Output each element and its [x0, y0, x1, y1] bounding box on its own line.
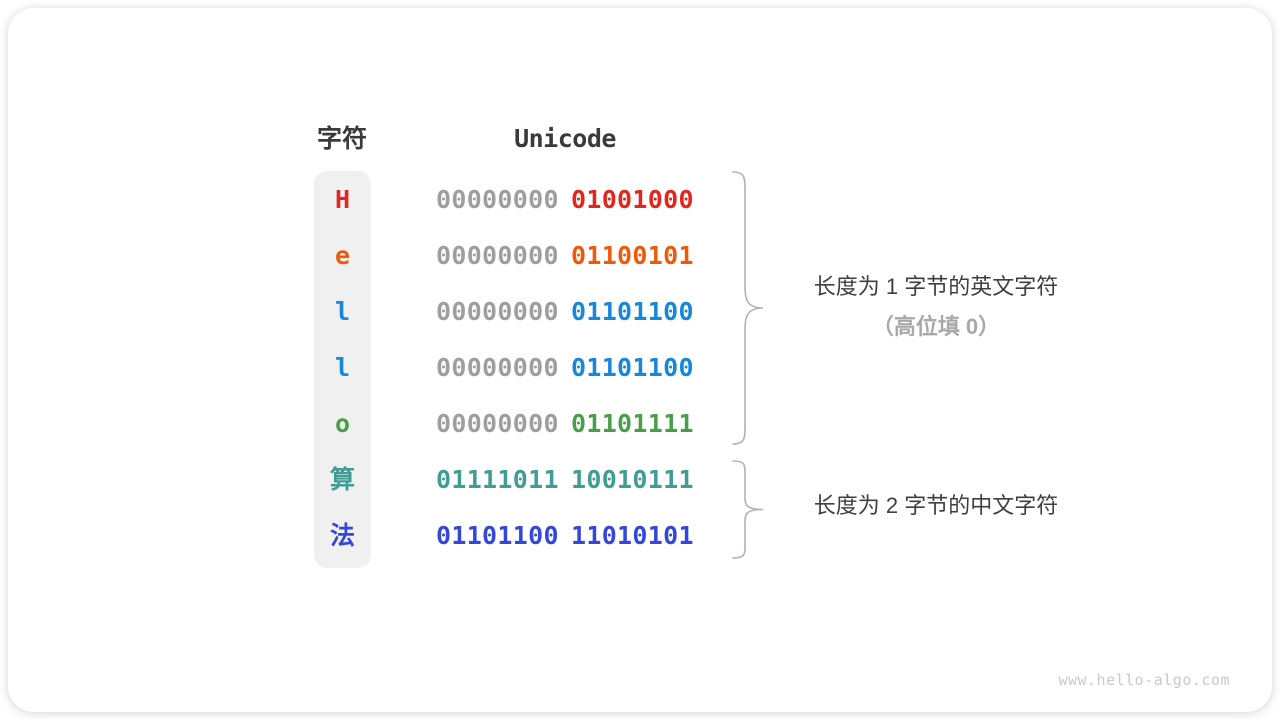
table-row: l 00000000 01101100 [8, 284, 1280, 340]
group-label-english-chars: 长度为 1 字节的英文字符 （高位填 0） [776, 267, 1096, 347]
unicode-byte-high: 00000000 [436, 241, 559, 270]
unicode-byte-low: 01101111 [571, 409, 694, 438]
unicode-byte-low: 01001000 [571, 185, 694, 214]
unicode-byte-high: 00000000 [436, 297, 559, 326]
unicode-byte-high: 01101100 [436, 521, 559, 550]
group-label-chinese-chars: 长度为 2 字节的中文字符 [776, 486, 1096, 526]
diagram-card: 字符 Unicode H 00000000 01001000 e 0000000… [8, 8, 1272, 712]
character-cell: H [334, 185, 351, 214]
curly-brace-icon [727, 170, 765, 446]
unicode-byte-low: 01100101 [571, 241, 694, 270]
character-cell: l [334, 353, 351, 382]
unicode-byte-low: 01101100 [571, 297, 694, 326]
column-header-unicode: Unicode [514, 124, 616, 153]
table-row: e 00000000 01100101 [8, 228, 1280, 284]
group-label-line1: 长度为 2 字节的中文字符 [813, 493, 1059, 518]
table-row: 法 01101100 11010101 [8, 508, 1280, 564]
unicode-byte-high: 00000000 [436, 353, 559, 382]
curly-brace-icon [727, 459, 765, 560]
character-cell: e [334, 241, 351, 270]
unicode-byte-low: 11010101 [571, 521, 694, 550]
unicode-byte-high: 01111011 [436, 465, 559, 494]
group-label-line2: （高位填 0） [871, 314, 1001, 339]
unicode-byte-low: 10010111 [571, 465, 694, 494]
watermark-url: www.hello-algo.com [1058, 671, 1230, 689]
column-header-char: 字符 [316, 125, 367, 153]
table-row: 算 01111011 10010111 [8, 452, 1280, 508]
unicode-byte-high: 00000000 [436, 409, 559, 438]
group-label-line1: 长度为 1 字节的英文字符 [813, 274, 1059, 299]
unicode-byte-high: 00000000 [436, 185, 559, 214]
character-cell: 法 [329, 521, 355, 550]
table-row: l 00000000 01101100 [8, 340, 1280, 396]
table-row: H 00000000 01001000 [8, 172, 1280, 228]
character-cell: 算 [329, 465, 355, 494]
character-cell: l [334, 297, 351, 326]
unicode-byte-low: 01101100 [571, 353, 694, 382]
character-cell: o [334, 409, 351, 438]
character-column-background [314, 171, 371, 568]
table-row: o 00000000 01101111 [8, 396, 1280, 452]
